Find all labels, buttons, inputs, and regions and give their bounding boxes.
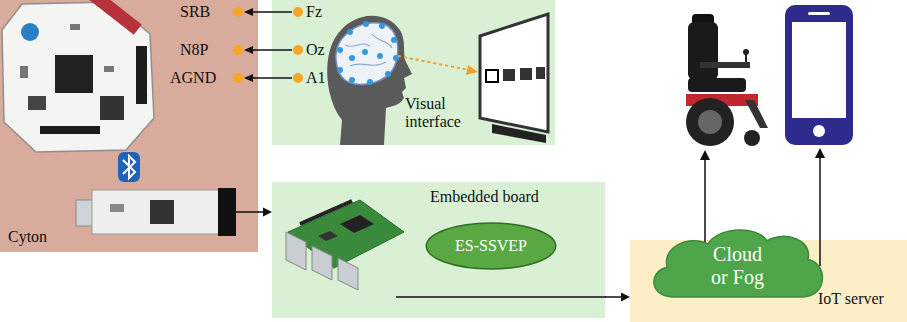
label-anchor: N8P <box>180 41 208 59</box>
pin-label: Oz <box>306 41 325 59</box>
label-anchor: A1 <box>306 69 326 87</box>
node-text: Cloud or Fog <box>705 233 771 289</box>
pin-label: Fz <box>306 3 322 21</box>
connector-arrow <box>605 293 630 302</box>
pin-label: SRB <box>180 3 210 21</box>
wheelchair <box>686 14 768 146</box>
raspberry-pi <box>286 200 606 297</box>
panel-title: Embedded board <box>430 188 539 206</box>
arrow-head <box>621 293 630 302</box>
bluetooth-icon <box>118 152 140 182</box>
node-text: ES-SSVEP <box>455 237 527 255</box>
cloud-outline <box>654 230 823 297</box>
electrode-wires <box>233 7 303 83</box>
cyton-board <box>2 0 154 152</box>
label-anchor: Fz <box>306 3 322 21</box>
label-anchor: SRB <box>180 3 210 21</box>
monitor <box>480 14 548 143</box>
server-panel: IoT serverCloud or Fog <box>630 240 907 322</box>
label-anchor: AGND <box>170 69 216 87</box>
arrow-head <box>263 208 272 217</box>
panel-title: IoT server <box>818 290 884 308</box>
connector-line <box>605 296 622 298</box>
connector-arrow <box>258 208 272 217</box>
pin-label: A1 <box>306 69 326 87</box>
label-anchor: Oz <box>306 41 325 59</box>
pin-label: N8P <box>180 41 208 59</box>
process-ellipse: ES-SSVEP <box>425 222 557 270</box>
cloud-shape: Cloud or Fog <box>645 222 830 300</box>
pin-label: AGND <box>170 69 216 87</box>
smartphone <box>785 5 853 145</box>
panel-title: Visual interface <box>405 95 467 132</box>
ellipse-outline <box>426 223 555 269</box>
head-illustration <box>327 16 478 145</box>
panel-title: Cyton <box>8 228 47 246</box>
usb-dongle <box>76 188 259 236</box>
output-arrows <box>700 148 825 266</box>
